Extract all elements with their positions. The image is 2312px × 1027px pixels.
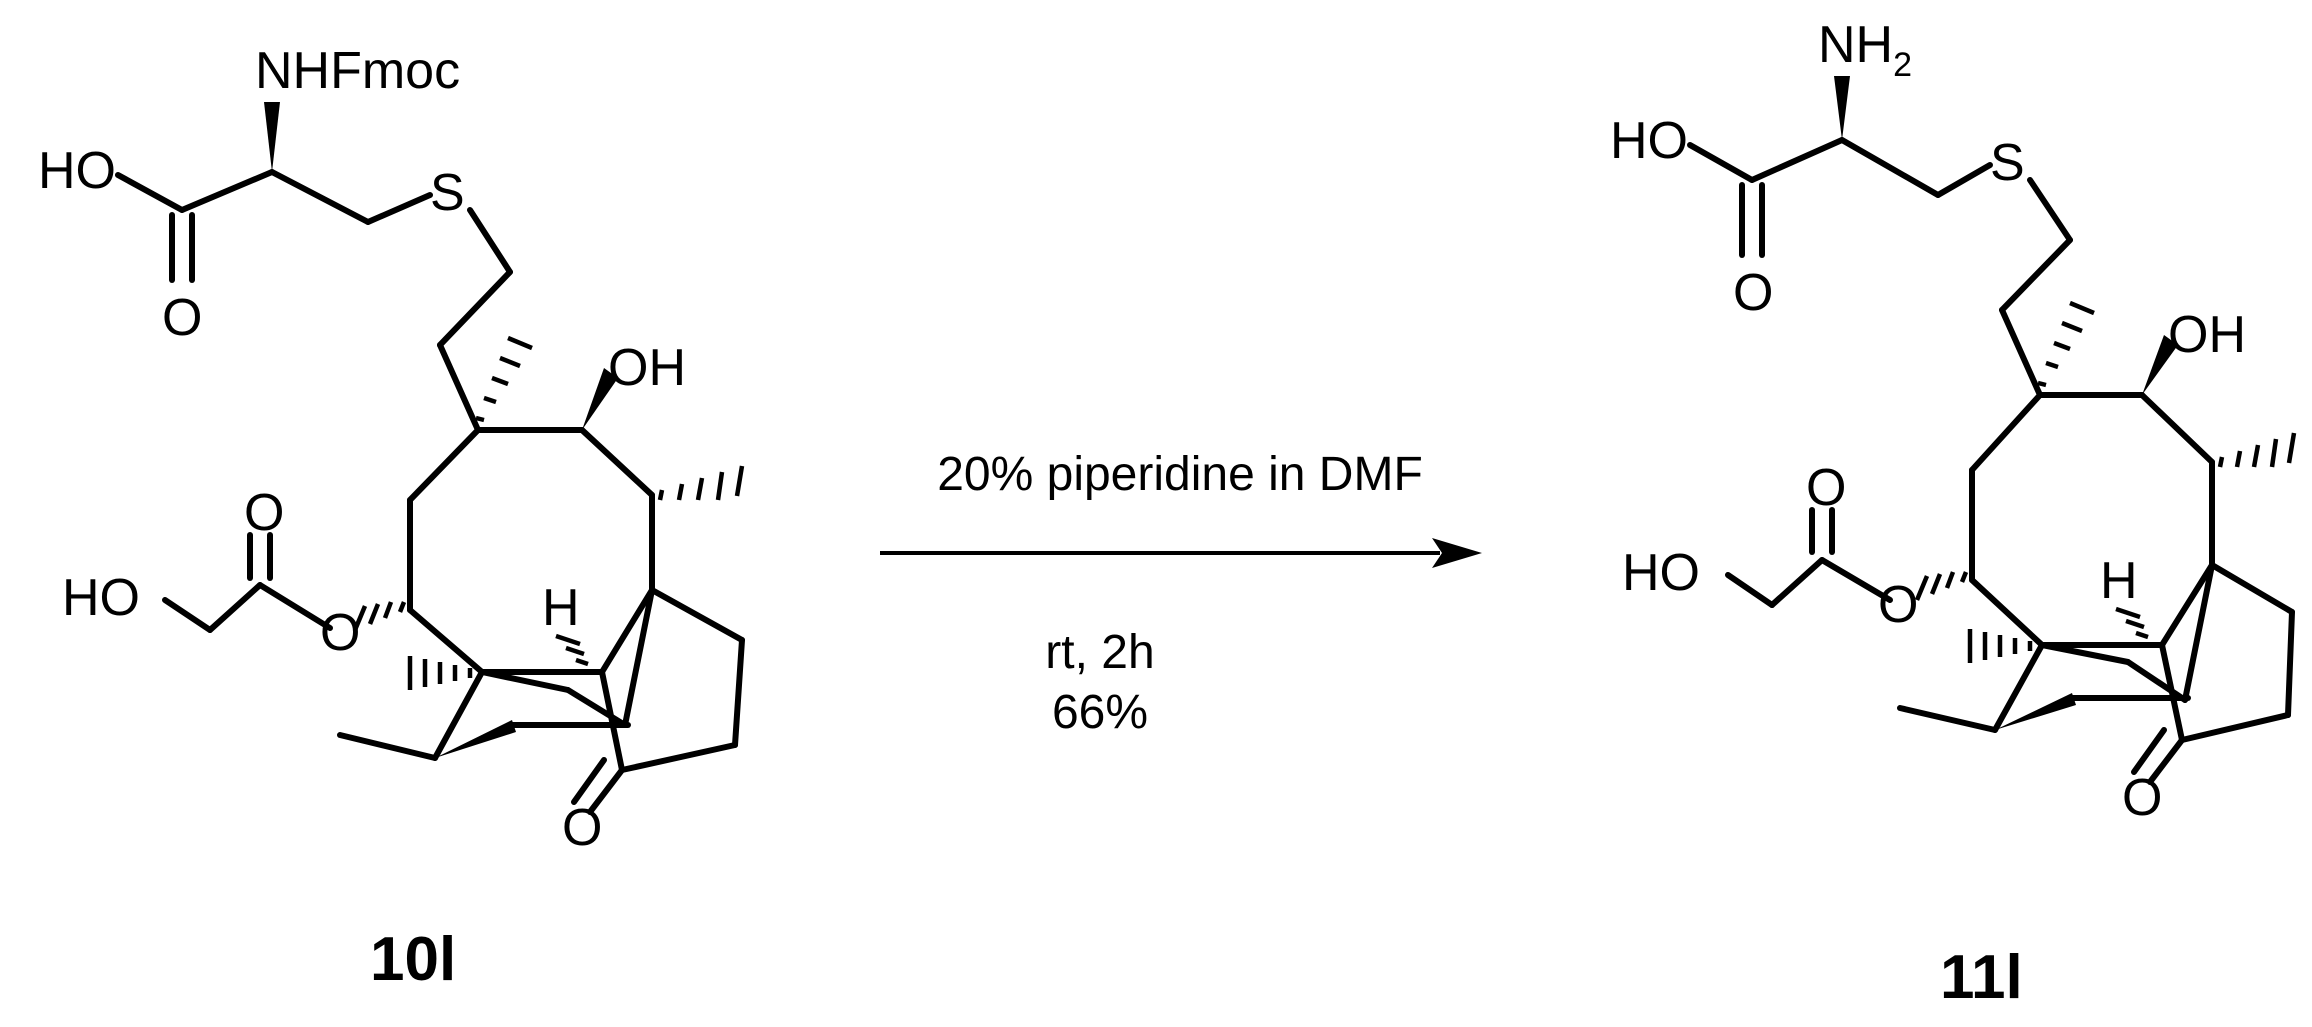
reactant-o-ester-carbonyl-label: O	[244, 484, 284, 542]
reagent-text: 20% piperidine in DMF	[937, 448, 1423, 501]
reactant-nhfmoc-label: NHFmoc	[255, 42, 460, 100]
reactant-10l-structure: NHFmoc HO O S OH O HO O H O	[38, 42, 745, 857]
product-ho-glycolate-label: HO	[1622, 544, 1700, 602]
product-hash-h	[2115, 606, 2149, 640]
reactant-h-label: H	[542, 579, 580, 637]
reactant-oh-label: OH	[608, 339, 686, 397]
reactant-compound-label: 10l	[370, 925, 456, 994]
product-wedge-cage	[1995, 693, 2076, 730]
reactant-wedge-oh	[582, 368, 618, 430]
reactant-ho-acid-label: HO	[38, 142, 116, 200]
product-o-ester-carbonyl-label: O	[1806, 459, 1846, 517]
reactant-o-acid-label: O	[162, 289, 202, 347]
product-hash-methyl-top	[2037, 300, 2095, 388]
reactant-ho-glycolate-label: HO	[62, 569, 140, 627]
product-hash-methyl-left	[1967, 629, 2033, 663]
product-hash-methyl-right	[2217, 432, 2297, 468]
reactant-wedge-cage	[435, 720, 516, 758]
product-s-label: S	[1990, 134, 2025, 192]
reactant-hash-ester	[352, 601, 407, 631]
yield-text: 66%	[1052, 686, 1148, 739]
reactant-o-ester-label: O	[320, 604, 360, 662]
product-nh2-label: NH2	[1818, 16, 1912, 84]
product-wedge-oh	[2142, 335, 2178, 395]
product-bonds	[1687, 137, 2295, 785]
product-11l-structure: NH2 HO O S OH O HO O H O	[1610, 16, 2297, 827]
product-wedge-nh2	[1834, 76, 1850, 140]
reactant-hash-methyl-top	[475, 335, 533, 423]
product-hash-ester	[1914, 571, 1969, 601]
product-compound-label: 11l	[1940, 943, 2023, 1012]
reactant-wedge-nh	[264, 102, 280, 172]
reactant-bonds	[115, 169, 745, 815]
conditions-text: rt, 2h	[1045, 626, 1154, 679]
product-o-ketone-label: O	[2122, 769, 2162, 827]
reactant-o-ketone-label: O	[562, 799, 602, 857]
reactant-hash-methyl-left	[407, 656, 473, 690]
product-ho-acid-label: HO	[1610, 112, 1688, 170]
product-h-label: H	[2100, 552, 2138, 610]
product-oh-label: OH	[2168, 306, 2246, 364]
reaction-arrow	[880, 538, 1482, 568]
reactant-hash-methyl-right	[657, 465, 745, 501]
product-o-acid-label: O	[1733, 264, 1773, 322]
reactant-s-label: S	[430, 164, 465, 222]
product-o-ester-label: O	[1878, 576, 1918, 634]
reactant-hash-h	[555, 633, 589, 667]
